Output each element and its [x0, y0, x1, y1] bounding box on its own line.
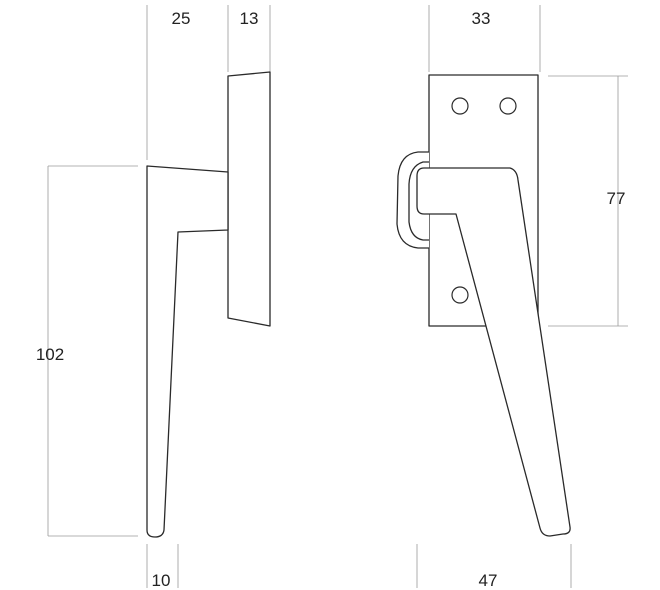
front-handle-lever	[416, 167, 571, 537]
screw-hole-bottom	[451, 286, 469, 304]
dim-front-33: 33	[472, 9, 491, 28]
screw-hole-top-left	[451, 97, 469, 115]
dim-side-13: 13	[240, 9, 259, 28]
dim-front-77: 77	[607, 189, 626, 208]
side-view: 25 13 102 10	[36, 5, 271, 590]
side-handle-lever	[146, 165, 229, 538]
screw-hole-top-right	[499, 97, 517, 115]
dim-front-47: 47	[479, 571, 498, 590]
side-rose-plate	[227, 71, 271, 327]
dim-side-10: 10	[152, 571, 171, 590]
front-view: 33 77 47	[396, 5, 628, 590]
dim-side-25: 25	[172, 9, 191, 28]
dim-side-102: 102	[36, 345, 64, 364]
